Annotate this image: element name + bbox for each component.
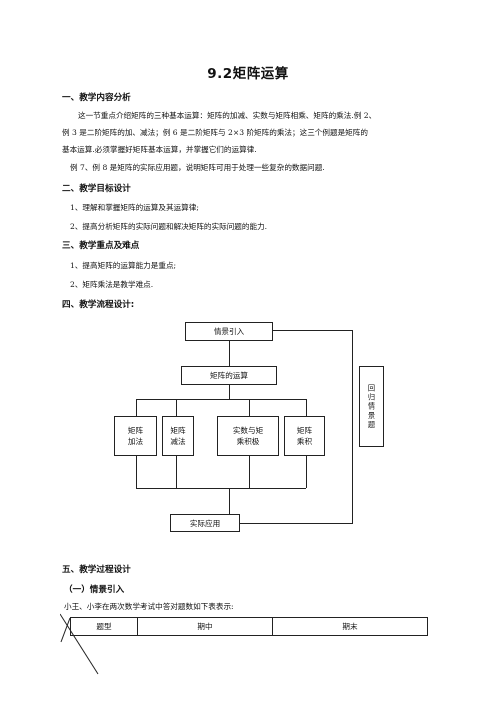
flow-box-start: 情景引入 (185, 322, 273, 341)
section-heading-flow: 四、教学流程设计: (62, 300, 135, 310)
section-heading-content-analysis: 一、教学内容分析 (62, 93, 131, 103)
connector (136, 488, 306, 489)
intro-text: 小王、小李在两次数学考试中答对题数如下表表示: (64, 602, 234, 611)
flow-box-loop: 回归情景题 (359, 366, 384, 447)
table-header-cell: 期末 (272, 617, 428, 636)
connector (249, 456, 250, 488)
flow-box-op-scalar: 实数与矩 乘积极 (217, 416, 279, 456)
flow-box-matrix-ops: 矩阵的运算 (181, 366, 277, 385)
connector (352, 330, 353, 524)
table-header-cell: 期中 (137, 617, 273, 636)
connector (249, 399, 250, 416)
connector (240, 523, 352, 524)
flow-box-op-add: 矩阵 加法 (114, 416, 157, 456)
connector (229, 385, 230, 399)
connector (306, 456, 307, 488)
connector (136, 399, 137, 416)
flow-box-label: 实数与矩 (232, 426, 264, 435)
score-table: 题型 期中 期末 (70, 617, 428, 636)
flow-box-label: 矩阵 (127, 426, 144, 435)
flow-box-label: 乘积 (296, 437, 313, 446)
connector (306, 399, 307, 416)
flow-box-op-subtract: 矩阵 减法 (162, 416, 194, 456)
list-item: 1、理解和掌握矩阵的运算及其运算律; (70, 203, 199, 212)
flow-box-op-multiply: 矩阵 乘积 (284, 416, 325, 456)
section-heading-key-points: 三、教学重点及难点 (62, 241, 140, 251)
table-diagonal-lines (60, 613, 99, 675)
paragraph-line: 例 3 是二阶矩阵的加、减法；例 6 是二阶矩阵与 2×3 阶矩阵的乘法；这三个… (62, 128, 368, 137)
paragraph-line: 例 7、例 8 是矩阵的实际应用题，说明矩阵可用于处理一些复杂的数据问题. (70, 163, 325, 172)
paragraph-line: 基本运算.必须掌握好矩阵基本运算，并掌握它们的运算律. (62, 145, 257, 154)
flow-box-label: 矩阵 (296, 426, 313, 435)
flow-box-label: 乘积极 (236, 437, 260, 446)
subsection-heading: （一）情景引入 (64, 585, 125, 595)
connector (176, 399, 177, 416)
connector (176, 456, 177, 488)
section-heading-process: 五、教学过程设计 (62, 565, 131, 575)
connector (136, 399, 306, 400)
list-item: 2、矩阵乘法是教学难点. (70, 280, 154, 289)
list-item: 1、提高矩阵的运算能力是重点; (70, 261, 177, 270)
page-title: 9.2矩阵运算 (207, 66, 289, 82)
flow-box-label: 矩阵 (170, 426, 186, 435)
flow-box-label: 减法 (170, 437, 186, 446)
flow-box-end: 实际应用 (170, 514, 240, 532)
list-item: 2、提高分析矩阵的实际问题和解决矩阵的实际问题的能力. (70, 222, 268, 231)
section-heading-goals: 二、教学目标设计 (62, 184, 131, 194)
paragraph-line: 这一节重点介绍矩阵的三种基本运算：矩阵的加减、实数与矩阵相乘、矩阵的乘法.例 2… (78, 111, 377, 120)
connector (136, 456, 137, 488)
connector (229, 488, 230, 514)
connector (229, 341, 230, 366)
connector (273, 330, 353, 331)
table-row: 题型 期中 期末 (70, 617, 428, 636)
flow-box-label: 加法 (127, 437, 144, 446)
